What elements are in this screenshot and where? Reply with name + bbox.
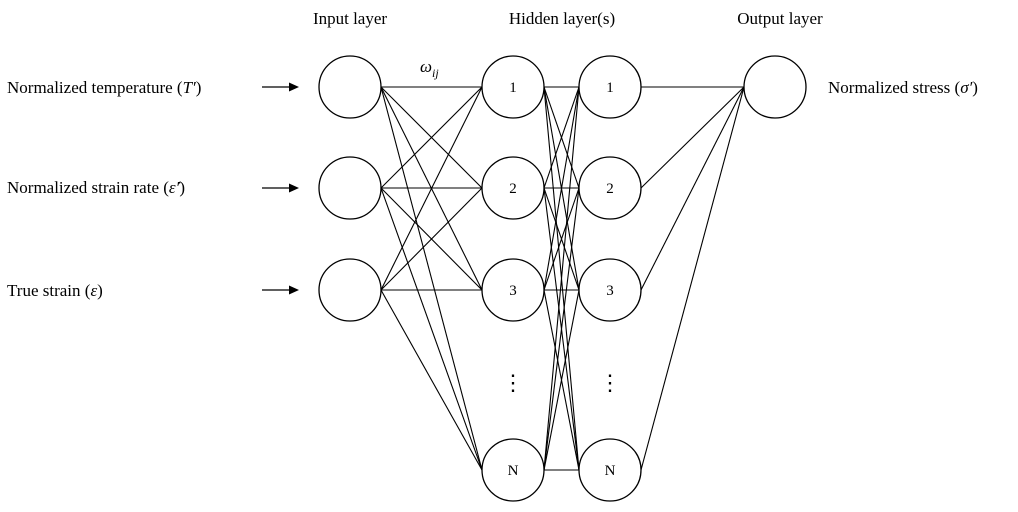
output-label: Normalized stress (σ′) <box>828 78 978 97</box>
input-label-strain-rate-text: Normalized strain rate ( <box>7 178 169 197</box>
input-label-temperature-close: ) <box>196 78 202 97</box>
connection-hidden-a-4-hidden-b-2 <box>543 187 580 471</box>
input-label-strain-rate: Normalized strain rate (ε̇′) <box>7 178 185 197</box>
connection-hidden-b-4-output <box>640 86 745 471</box>
input-label-true-strain-close: ) <box>97 281 103 300</box>
output-layer-title: Output layer <box>737 9 823 28</box>
input-node-2 <box>318 156 382 220</box>
hidden-b-node-3 <box>578 258 642 322</box>
connection-hidden-b-2-output <box>640 86 745 189</box>
hidden-layer-title: Hidden layer(s) <box>509 9 615 28</box>
connection-input-3-hidden-a-1 <box>380 86 483 291</box>
connection-hidden-a-4-hidden-b-1 <box>543 86 580 471</box>
connection-input-2-hidden-a-1 <box>380 86 483 189</box>
input-node-3 <box>318 258 382 322</box>
input-label-true-strain-var: ε <box>90 281 97 300</box>
hidden-a-node-2-label: 2 <box>509 181 517 197</box>
hidden-b-node-2-label: 2 <box>606 181 614 197</box>
input-layer-title: Input layer <box>313 9 387 28</box>
input-label-true-strain-text: True strain ( <box>7 281 91 300</box>
output-label-var: σ′ <box>960 78 972 97</box>
connection-input-3-hidden-a-4 <box>380 289 483 471</box>
hidden-a-node-n <box>481 438 545 502</box>
hidden-a-node-3-label: 3 <box>509 283 517 299</box>
connection-hidden-a-3-hidden-b-1 <box>543 86 580 291</box>
hidden-a-node-n-label: N <box>508 463 519 479</box>
hidden-b-node-3-label: 3 <box>606 283 614 299</box>
hidden-b-node-1-label: 1 <box>606 80 614 96</box>
input-label-strain-rate-close: ) <box>179 178 185 197</box>
input-label-strain-rate-var: ε̇′ <box>169 178 181 197</box>
connection-hidden-a-2-hidden-b-1 <box>543 86 580 189</box>
connection-hidden-a-4-hidden-b-3 <box>543 289 580 471</box>
hidden-b-ellipsis: ⋮ <box>599 370 621 395</box>
connections <box>380 86 745 471</box>
connection-input-3-hidden-a-2 <box>380 187 483 291</box>
connection-hidden-b-3-output <box>640 86 745 291</box>
hidden-a-node-3 <box>481 258 545 322</box>
connection-input-1-hidden-a-4 <box>380 86 483 471</box>
input-label-true-strain: True strain (ε) <box>7 281 103 300</box>
input-arrow-2 <box>262 183 299 193</box>
input-arrow-1 <box>262 82 299 92</box>
connection-input-2-hidden-a-4 <box>380 187 483 471</box>
input-label-temperature-text: Normalized temperature ( <box>7 78 183 97</box>
hidden-a-ellipsis: ⋮ <box>502 370 524 395</box>
input-label-temperature-var: T′ <box>183 78 196 97</box>
input-node-1 <box>318 55 382 119</box>
output-label-text: Normalized stress ( <box>828 78 961 97</box>
hidden-b-node-n-label: N <box>605 463 616 479</box>
weight-symbol: ω <box>420 57 432 76</box>
hidden-b-node-2 <box>578 156 642 220</box>
input-arrow-3 <box>262 285 299 295</box>
hidden-a-node-1-label: 1 <box>509 80 517 96</box>
connection-hidden-a-3-hidden-b-2 <box>543 187 580 291</box>
input-label-temperature: Normalized temperature (T′) <box>7 78 201 97</box>
weight-subscript: ij <box>432 66 439 80</box>
output-node <box>743 55 807 119</box>
hidden-b-node-n <box>578 438 642 502</box>
weight-label: ωij <box>420 57 439 80</box>
hidden-a-node-2 <box>481 156 545 220</box>
hidden-a-node-1 <box>481 55 545 119</box>
hidden-b-node-1 <box>578 55 642 119</box>
output-label-close: ) <box>972 78 978 97</box>
